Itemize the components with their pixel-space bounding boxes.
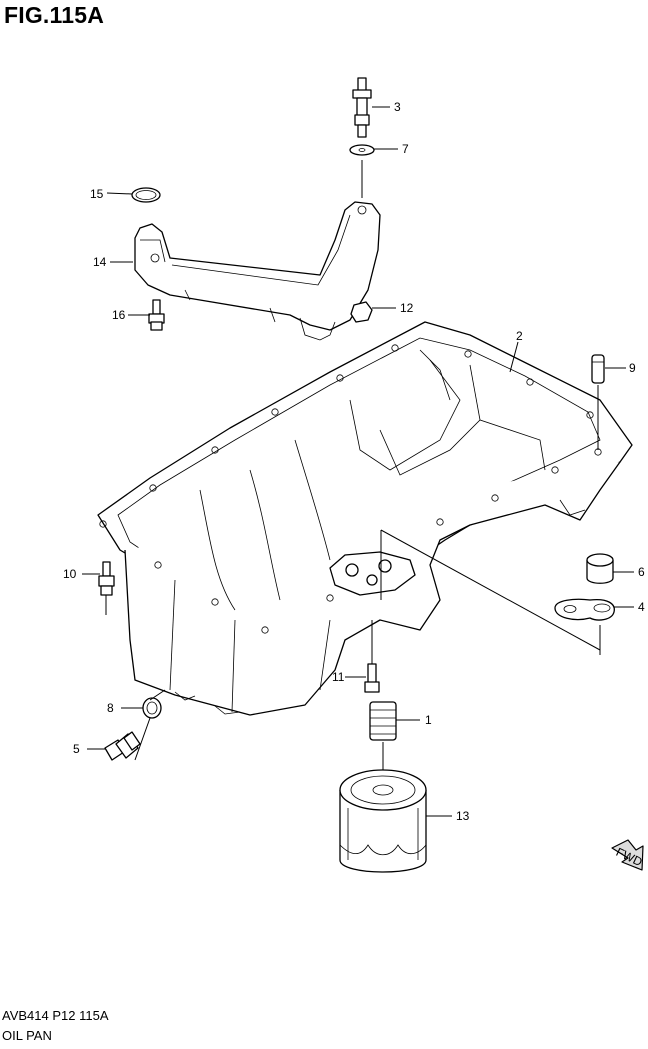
callout-16: 16: [112, 308, 126, 322]
callout-13: 13: [456, 809, 470, 823]
callout-10: 10: [63, 567, 77, 581]
washer-7[interactable]: [349, 144, 375, 156]
drain-plug-5[interactable]: [104, 731, 141, 761]
callout-11: 11: [332, 670, 345, 684]
callout-8: 8: [107, 701, 114, 715]
callout-14: 14: [93, 255, 107, 269]
callout-6: 6: [638, 565, 645, 579]
cap-6[interactable]: [586, 553, 614, 584]
callout-9: 9: [629, 361, 636, 375]
oil-filter-13[interactable]: [339, 769, 427, 873]
callout-1: 1: [425, 713, 432, 727]
forward-direction-arrow: FWD: [611, 839, 645, 871]
stud-bolt[interactable]: [352, 77, 372, 138]
callout-12: 12: [400, 301, 414, 315]
callout-15: 15: [90, 187, 104, 201]
figure-name: OIL PAN: [2, 1028, 52, 1043]
figure-title: FIG.115A: [4, 2, 105, 28]
callout-5: 5: [73, 742, 80, 756]
oil-strainer[interactable]: [134, 201, 381, 341]
callout-4: 4: [638, 600, 645, 614]
callout-7: 7: [402, 142, 409, 156]
union-bolt-1[interactable]: [369, 701, 397, 741]
bolt-16[interactable]: [148, 299, 165, 331]
callout-2: 2: [516, 329, 523, 343]
gasket-4[interactable]: [554, 598, 615, 621]
leader-lines: [82, 106, 634, 817]
bolt-11[interactable]: [364, 663, 380, 693]
figure-code: AVB414 P12 115A: [2, 1008, 109, 1023]
gasket-8[interactable]: [142, 697, 162, 719]
callout-numbers: 3 7 15 14 16 12 2 9 6 4 10 11 1 8 5 13: [63, 100, 645, 823]
dowel-pin-9[interactable]: [591, 354, 605, 384]
o-ring-15[interactable]: [131, 187, 161, 203]
nut-12[interactable]: [350, 301, 373, 323]
callout-3: 3: [394, 100, 401, 114]
oil-pan[interactable]: [97, 321, 633, 716]
bolt-10[interactable]: [98, 561, 115, 596]
